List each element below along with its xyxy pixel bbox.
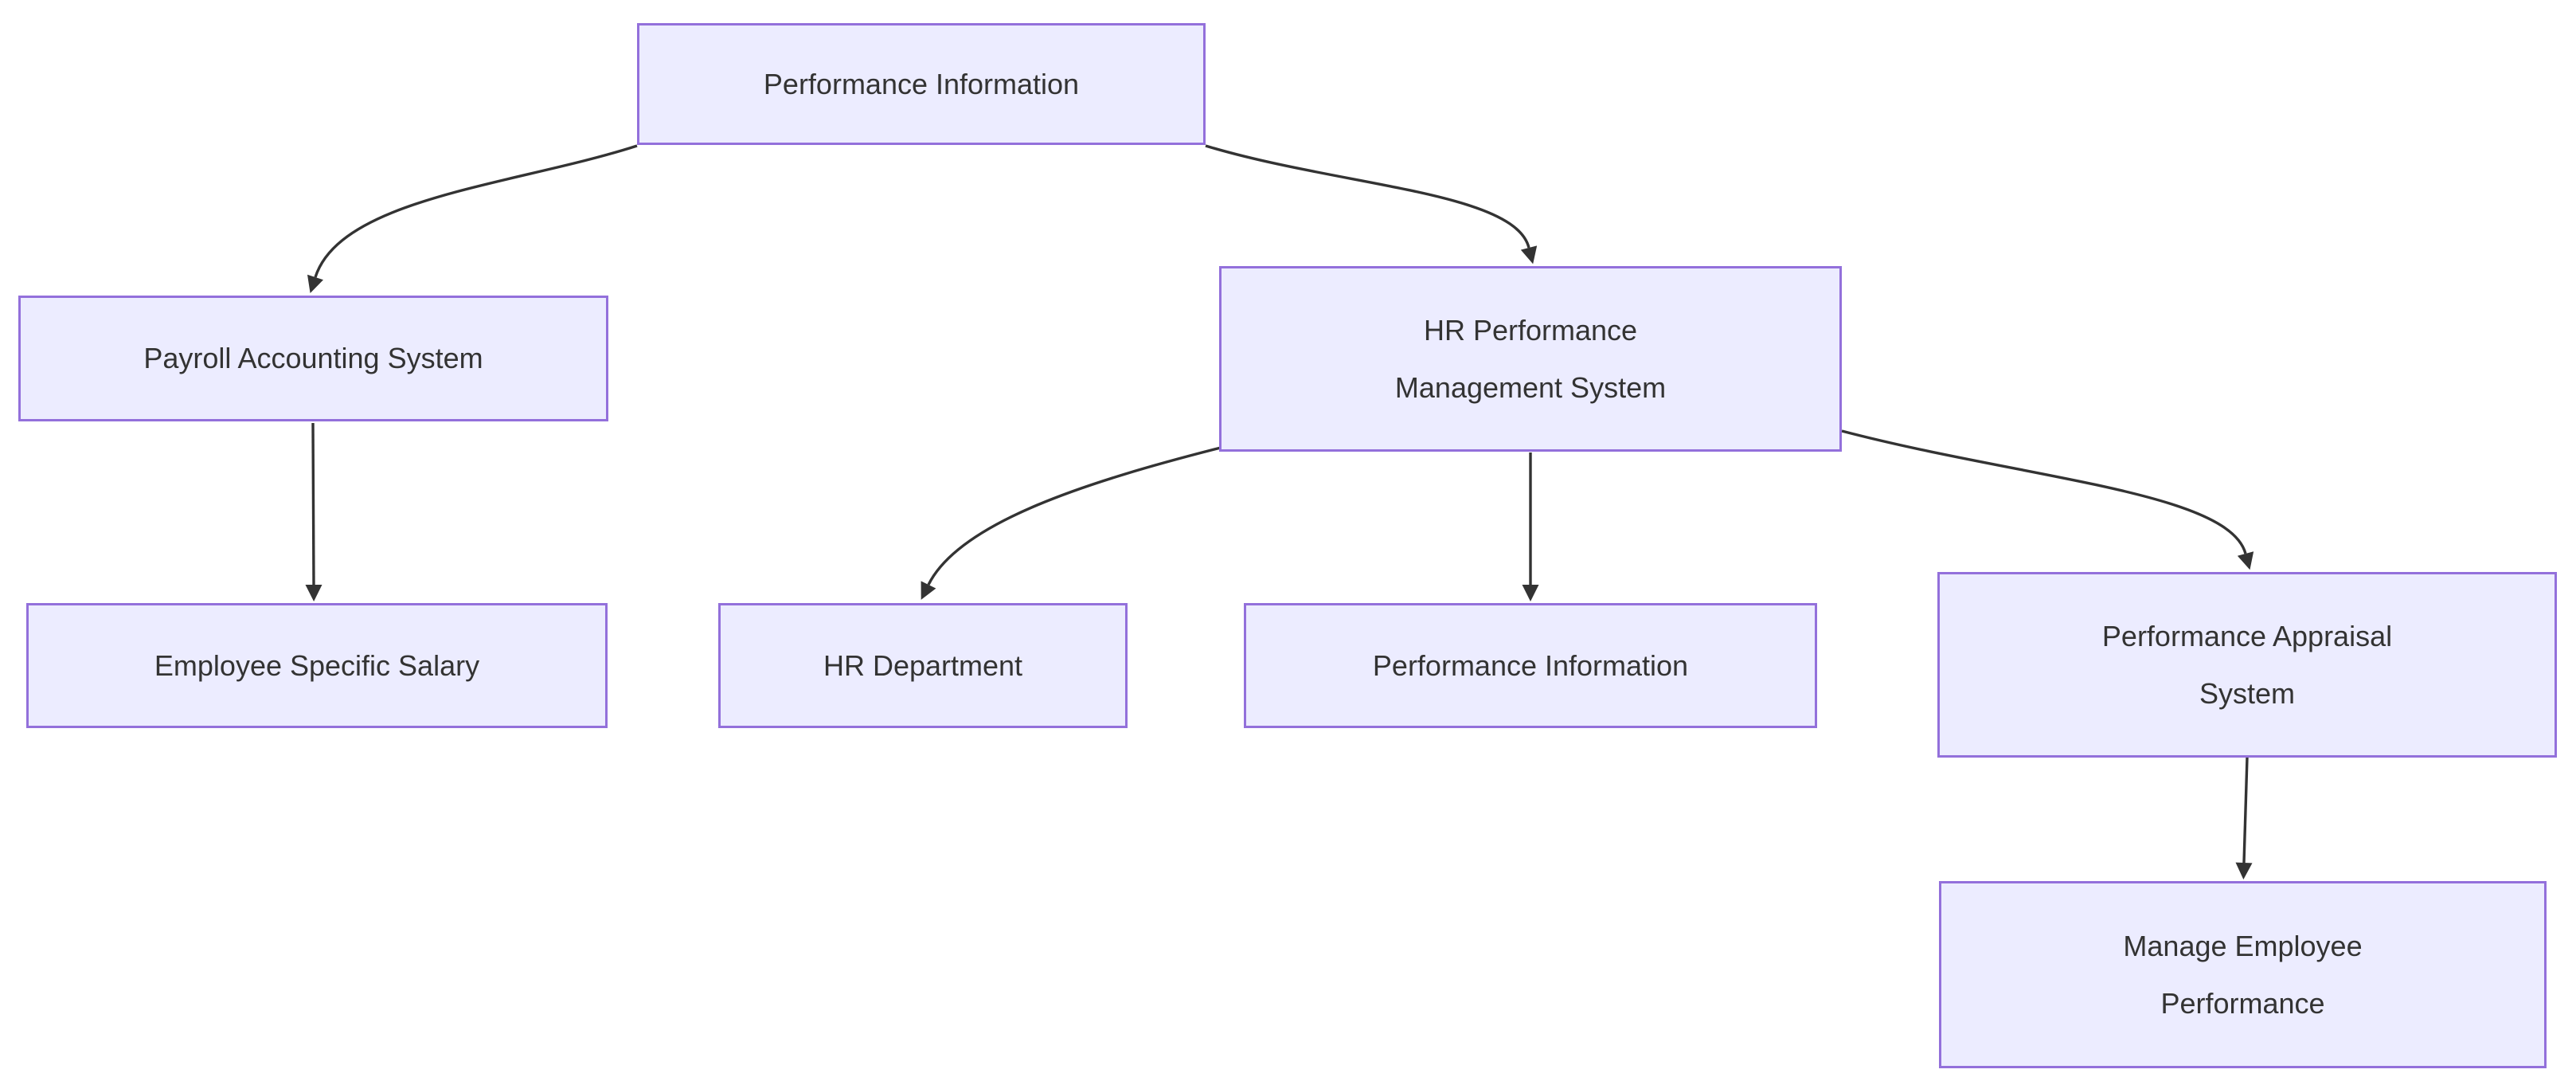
node-label: Performance xyxy=(2160,986,2325,1020)
edge-root-to-payroll xyxy=(307,144,638,293)
node-performance-information-child: Performance Information xyxy=(1244,603,1817,728)
node-label: Performance Information xyxy=(763,67,1080,100)
node-label: Performance Information xyxy=(1372,648,1689,682)
node-manage-employee-performance: Manage Employee Performance xyxy=(1939,881,2547,1068)
node-label: HR Department xyxy=(823,648,1023,682)
node-hr-department: HR Department xyxy=(718,603,1128,728)
node-label: System xyxy=(2199,676,2296,710)
edge-hrpms-to-pas xyxy=(1841,429,2254,570)
node-performance-information-root: Performance Information xyxy=(637,23,1206,145)
edge-pas-to-mep xyxy=(2235,757,2253,879)
node-payroll-accounting-system: Payroll Accounting System xyxy=(18,296,608,421)
node-label: Performance Appraisal xyxy=(2101,619,2393,652)
edge-payroll-to-ess xyxy=(305,422,322,601)
node-label: Payroll Accounting System xyxy=(143,342,483,374)
node-label: HR Performance xyxy=(1423,313,1638,347)
node-label: Manage Employee xyxy=(2123,929,2363,962)
node-performance-appraisal-system: Performance Appraisal System xyxy=(1937,572,2557,758)
edge-hrpms-to-hrdept xyxy=(921,446,1222,600)
node-label: Management System xyxy=(1394,370,1667,404)
node-hr-performance-management-system: HR Performance Management System xyxy=(1219,266,1842,452)
node-employee-specific-salary: Employee Specific Salary xyxy=(26,603,608,728)
node-label: Employee Specific Salary xyxy=(154,648,480,682)
edge-root-to-hrpms xyxy=(1205,144,1538,264)
